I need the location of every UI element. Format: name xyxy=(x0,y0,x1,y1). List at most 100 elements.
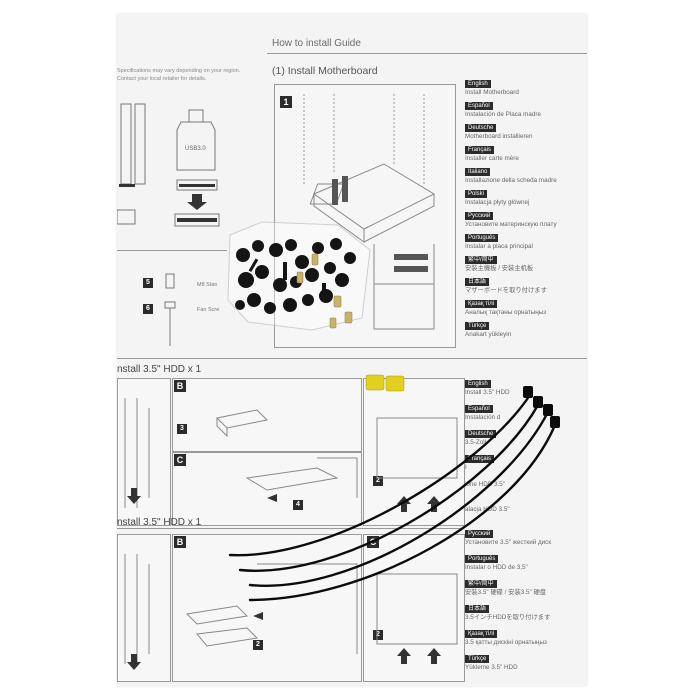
language-name: Français xyxy=(465,455,495,463)
hdd1-step-2a: 2 xyxy=(373,476,383,486)
language-name: Français xyxy=(465,146,495,154)
language-instruction: Installazione della scheda madre xyxy=(465,177,557,184)
language-row: ione HDD 3.5" xyxy=(465,480,505,489)
motherboard-install-drawing xyxy=(303,94,436,330)
hdd2-label-b: B xyxy=(174,536,186,548)
part-label-6: Fan Scre xyxy=(197,307,220,313)
hdd1-label-c: C xyxy=(174,454,186,466)
motherboard-section-title: (1) Install Motherboard xyxy=(272,65,378,77)
hdd1-step-3: 3 xyxy=(177,424,187,434)
language-row: 繁中/简中安裝主機板 / 安装主机板 xyxy=(465,256,533,273)
language-name: 日本語 xyxy=(465,605,490,613)
language-name: Қазақ тілі xyxy=(465,300,498,308)
language-name: Português xyxy=(465,555,499,563)
language-instruction: Installer carte mère xyxy=(465,155,519,162)
step-1-badge: 1 xyxy=(280,96,292,108)
language-instruction: 3.5-Zoll- xyxy=(465,439,489,446)
title-rule xyxy=(267,53,587,54)
language-instruction: Install Motherboard xyxy=(465,89,519,96)
language-instruction: Install 3.5" HDD xyxy=(465,389,510,396)
language-instruction: ione HDD 3.5" xyxy=(465,481,506,488)
parts-rule xyxy=(117,250,227,251)
language-instruction: I xyxy=(465,464,467,471)
language-instruction: Yükleme 3.5" HDD xyxy=(465,664,518,671)
section-divider-2 xyxy=(117,528,463,529)
language-name: Español xyxy=(465,102,493,110)
language-name: Português xyxy=(465,234,499,242)
language-instruction: Установите 3.5" жесткий диск xyxy=(465,539,552,546)
guide-title: How to install Guide xyxy=(272,38,361,49)
cable-ties xyxy=(228,393,557,602)
section-divider-1 xyxy=(117,358,587,359)
language-name: Español xyxy=(465,405,493,413)
hdd2-drawings xyxy=(124,554,458,670)
language-instruction: Instalar o HDD de 3,5" xyxy=(465,564,528,571)
cable-tie-heads xyxy=(523,386,560,428)
language-instruction: Motherboard installieren xyxy=(465,133,533,140)
part-label-5: M8 Stan xyxy=(197,282,218,288)
usb-connector-drawing: USB3.0 xyxy=(117,103,220,227)
language-name: Қазақ тілі xyxy=(465,630,498,638)
hdd1-step-4: 4 xyxy=(293,500,303,510)
black-screws xyxy=(235,238,356,314)
hdd1-label-b: B xyxy=(174,380,186,392)
hdd1-panel-c xyxy=(172,452,362,526)
hdd1-drawings xyxy=(124,398,458,512)
language-name: Polski xyxy=(465,190,488,198)
language-instruction: 安裝主機板 / 安装主机板 xyxy=(465,265,534,272)
language-name: 繁中/简中 xyxy=(465,256,497,264)
brass-standoffs xyxy=(296,253,353,329)
language-name: Deutsche xyxy=(465,430,497,438)
language-instruction: Аналық тақтаны орнатыңыз xyxy=(465,309,547,316)
hdd-section-2-title: nstall 3.5" HDD x 1 xyxy=(117,517,202,528)
language-name: Italiano xyxy=(465,168,491,176)
language-instruction: Установите материнскую плату xyxy=(465,221,557,228)
yellow-jumpers xyxy=(365,374,405,392)
language-name: Türkçe xyxy=(465,322,490,330)
language-instruction: Instalar a placa principal xyxy=(465,243,533,250)
language-instruction: Instalación de Placa madre xyxy=(465,111,541,118)
hdd2-panel-a xyxy=(117,534,171,682)
language-instruction: 3.5インチHDDを取り付けます xyxy=(465,614,551,621)
note-line-1: Specifications may vary depending on you… xyxy=(117,68,241,74)
hdd-section-1-title: nstall 3.5" HDD x 1 xyxy=(117,364,202,375)
language-instruction: Instalacja płyty głównej xyxy=(465,199,530,206)
usb-label: USB3.0 xyxy=(185,146,206,152)
language-instruction: Instalación d xyxy=(465,414,501,421)
hdd1-panel-b xyxy=(172,378,362,452)
language-name: Deutsche xyxy=(465,124,497,132)
language-name: Русский xyxy=(465,212,494,220)
language-instruction: Anakart yükleyin xyxy=(465,331,512,338)
language-name: 日本語 xyxy=(465,278,490,286)
language-instruction: 3.5 қатты дискіні орнатыңыз xyxy=(465,639,547,646)
hdd2-panel-c xyxy=(363,534,465,682)
part-number-6: 6 xyxy=(143,304,153,314)
hdd1-panel-d xyxy=(363,378,465,526)
standoff-and-screw-drawing xyxy=(164,273,176,346)
language-name: Русский xyxy=(465,530,494,538)
language-name: Türkçe xyxy=(465,655,490,663)
part-number-5: 5 xyxy=(143,278,153,288)
hdd1-panel-a xyxy=(117,378,171,526)
language-instruction: マザーボードを取り付けます xyxy=(465,287,547,294)
